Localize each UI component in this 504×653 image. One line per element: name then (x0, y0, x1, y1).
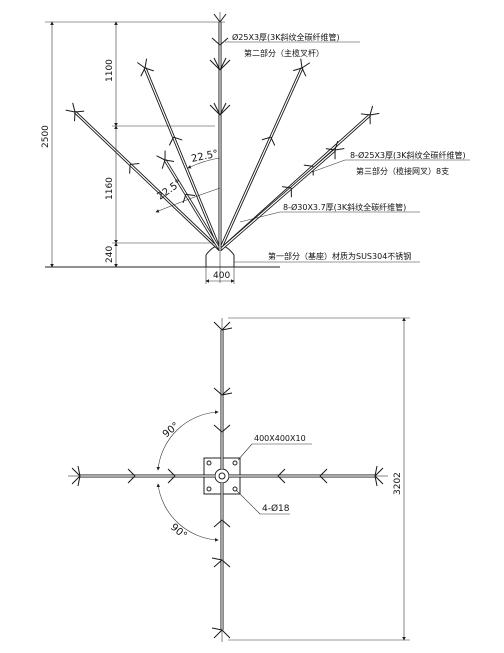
plan-view: 3202 (68, 317, 410, 642)
plan-arm-up (213, 318, 233, 469)
segment-dimensions: 1100 1160 240 (105, 21, 215, 268)
segment-mid-label: 1160 (105, 177, 115, 200)
callout-mid: 8-Ø30X3.7厚(3K斜纹全碳纤维管) (239, 202, 420, 223)
pole-left-outer (65, 102, 222, 252)
hole-label: 4-Ø18 (262, 503, 290, 514)
callout-right-line2: 第三部分（榄接网叉）8支 (356, 166, 449, 176)
overall-dimension: 3202 (228, 317, 410, 641)
plan-arm-left (68, 465, 215, 487)
segment-bottom-label: 240 (105, 246, 115, 263)
callout-top: Ø25X3厚(3K斜纹全碳纤维管) 第二部分（主榄叉杆） (225, 32, 360, 58)
plate-label: 400X400X10 (254, 434, 306, 443)
plan-arm-down (211, 483, 231, 642)
angle-label-2: 22.5° (155, 178, 184, 203)
angle-label-1: 22.5° (190, 149, 219, 165)
pole-left-mid (137, 58, 222, 251)
callout-mid-text: 8-Ø30X3.7厚(3K斜纹全碳纤维管) (283, 202, 406, 212)
bolt-hole-3 (206, 486, 212, 492)
bolt-hole-4 (232, 486, 238, 492)
bolt-hole-2 (232, 460, 238, 466)
overall-dimension-label: 3202 (393, 472, 403, 495)
poles-group (65, 58, 380, 252)
plan-angle-lower: 90° (168, 522, 189, 542)
plan-arm-right (229, 465, 388, 487)
base-width-label: 400 (213, 271, 230, 281)
elevation-view: 400 2500 1100 1160 24 (41, 12, 470, 284)
bolt-hole-1 (206, 460, 212, 466)
plate-callout: 400X400X10 (237, 434, 312, 461)
center-hub-inner (218, 472, 226, 480)
hole-callout: 4-Ø18 (235, 489, 290, 515)
total-height-dimension: 2500 (41, 21, 225, 268)
callout-base: 第一部分（基座）材质为SUS304不锈钢 (234, 251, 420, 263)
center-hub (214, 468, 230, 484)
pole-right-low (219, 140, 345, 252)
segment-top-label: 1100 (105, 59, 115, 82)
callout-top-line2: 第二部分（主榄叉杆） (244, 48, 324, 58)
top-tip-spike (213, 13, 227, 23)
pole-right-mid (218, 58, 311, 251)
plan-angle-upper: 90° (161, 420, 182, 440)
callout-right-line1: 8-Ø25X3厚(3K斜纹全碳纤维管) (350, 150, 466, 160)
pole-left-low (156, 150, 222, 251)
callout-right: 8-Ø25X3厚(3K斜纹全碳纤维管) 第三部分（榄接网叉）8支 (311, 150, 470, 176)
callout-base-text: 第一部分（基座）材质为SUS304不锈钢 (268, 251, 411, 261)
base-width-dimension: 400 (205, 267, 235, 284)
callout-top-line1: Ø25X3厚(3K斜纹全碳纤维管) (232, 32, 340, 42)
total-height-label: 2500 (41, 125, 51, 148)
center-spikes (209, 37, 231, 116)
